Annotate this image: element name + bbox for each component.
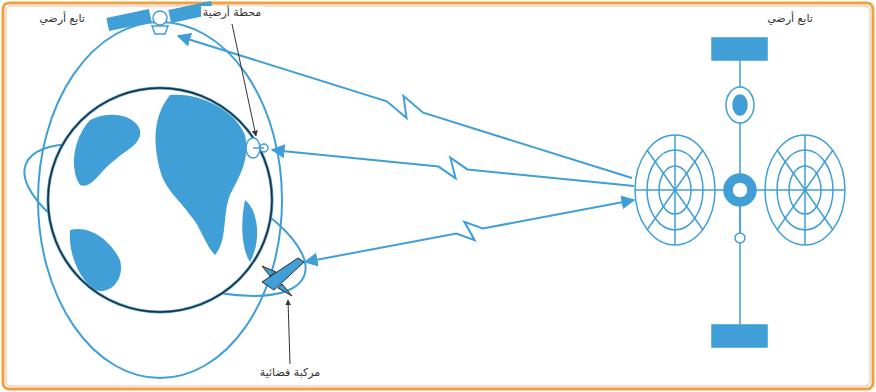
orbits: [5, 22, 324, 378]
ground-station-label: محطة أرضية: [201, 6, 263, 19]
signal-link: [178, 36, 634, 262]
satellite-label: تابع أرضي: [765, 12, 815, 25]
leader-line: [288, 300, 290, 364]
signal-link: [272, 150, 634, 186]
spacecraft-label: مركبة فضائية: [258, 366, 322, 379]
spacecraft: [262, 258, 304, 296]
satellite-label: تابع أرضي: [37, 12, 87, 25]
signal-link: [178, 36, 632, 178]
signal-link: [305, 200, 634, 262]
leader-line: [232, 24, 256, 136]
frame: [3, 3, 873, 389]
satellite: [107, 2, 213, 34]
satellite: [635, 38, 845, 347]
earth-globe: [48, 88, 272, 312]
ground-station: [246, 138, 268, 158]
